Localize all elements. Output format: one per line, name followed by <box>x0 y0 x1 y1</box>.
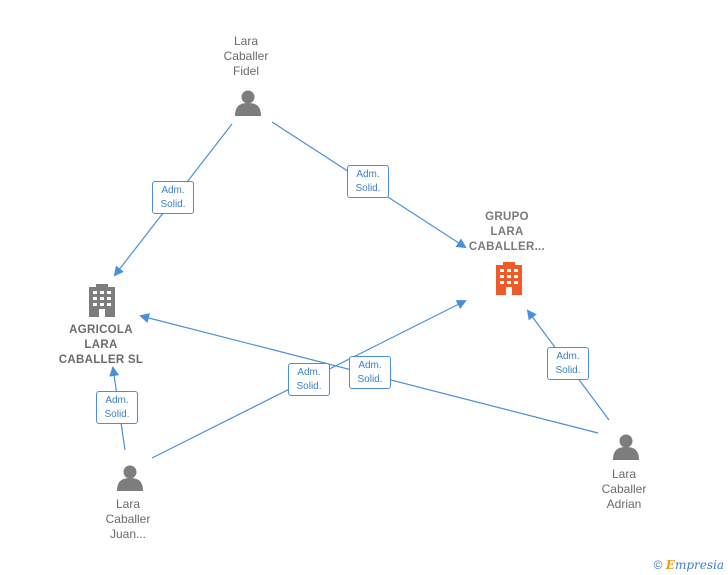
edge-label-line2: Solid. <box>104 409 130 420</box>
person-label-fidel[interactable]: Lara Caballer Fidel <box>223 34 269 78</box>
edge-label-line2: Solid. <box>355 183 381 194</box>
person-label-adrian[interactable]: Lara Caballer Adrian <box>601 467 647 511</box>
person-icon <box>235 90 261 116</box>
edge-label-line1: Adm. <box>161 185 185 196</box>
edge-label-adm-solid: Adm. Solid. <box>347 165 389 198</box>
edge-label-line1: Adm. <box>356 169 380 180</box>
person-icon <box>613 434 639 460</box>
building-icon <box>496 262 522 295</box>
person-label-juan[interactable]: Lara Caballer Juan... <box>105 497 151 541</box>
edge-label-line1: Adm. <box>358 360 382 371</box>
edge-label-line2: Solid. <box>555 365 581 376</box>
empresia-watermark: © Empresia <box>654 558 724 572</box>
edge-label-adm-solid: Adm. Solid. <box>96 391 138 424</box>
company-label-grupo[interactable]: GRUPO LARA CABALLER... <box>468 211 546 253</box>
brand-rest: mpresia <box>674 558 724 572</box>
company-label-agricola[interactable]: AGRICOLA LARA CABALLER SL <box>58 324 144 366</box>
edge-label-line1: Adm. <box>105 395 129 406</box>
building-icon <box>89 284 115 317</box>
edge-label-line2: Solid. <box>357 374 383 385</box>
copyright-symbol: © <box>653 558 663 572</box>
edge-label-line2: Solid. <box>296 381 322 392</box>
edge-label-adm-solid: Adm. Solid. <box>349 356 391 389</box>
person-icon <box>117 465 143 491</box>
edge-label-line1: Adm. <box>556 351 580 362</box>
edge-label-adm-solid: Adm. Solid. <box>547 347 589 380</box>
edge-label-adm-solid: Adm. Solid. <box>288 363 330 396</box>
edge-label-line1: Adm. <box>297 367 321 378</box>
edge-label-adm-solid: Adm. Solid. <box>152 181 194 214</box>
brand-initial: E <box>665 558 675 572</box>
edge-label-line2: Solid. <box>160 199 186 210</box>
